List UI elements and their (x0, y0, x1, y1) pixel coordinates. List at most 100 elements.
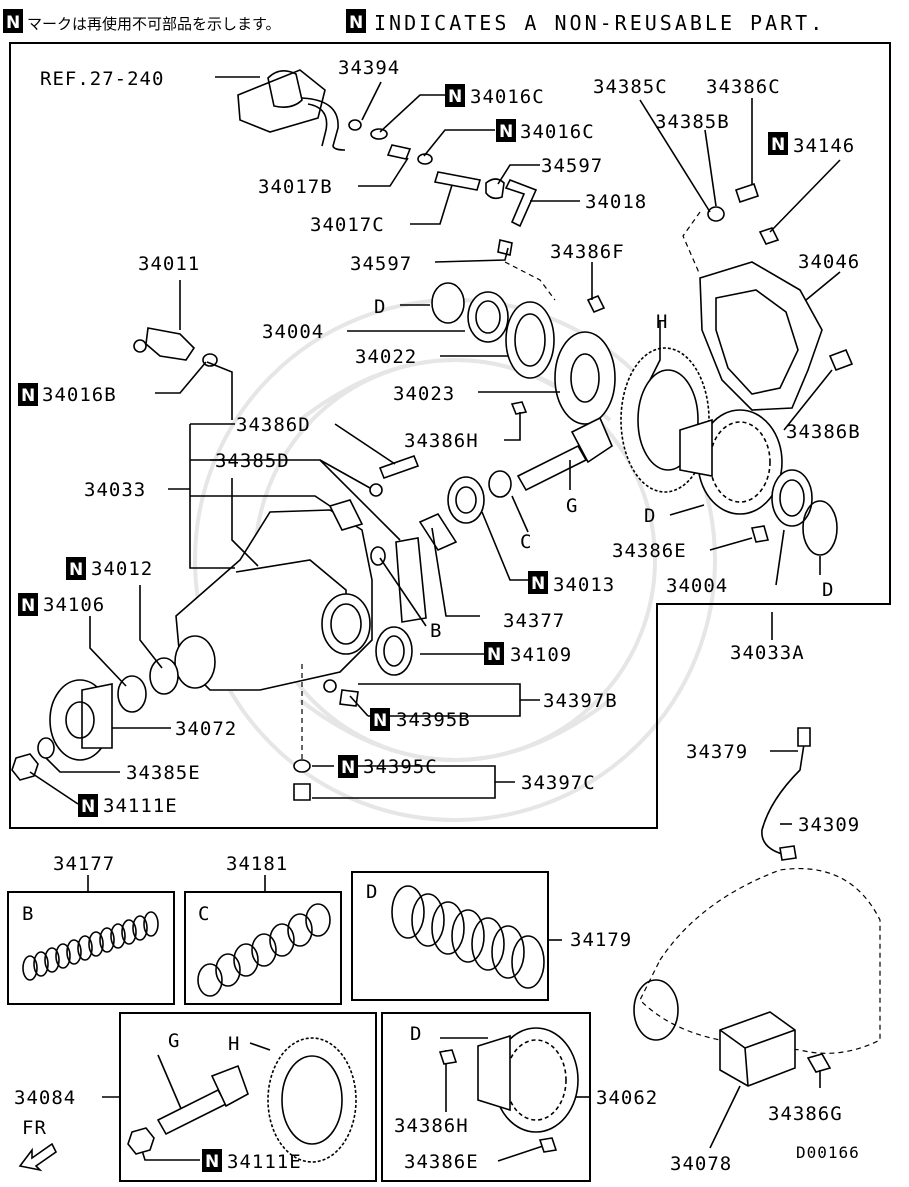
label-34309: 34309 (798, 814, 860, 836)
label-g: G (566, 495, 578, 517)
label-34062: 34062 (596, 1087, 658, 1109)
label-34011: 34011 (138, 253, 200, 275)
label-ref: REF.27-240 (40, 68, 164, 90)
label-b: B (22, 903, 34, 925)
svg-text:N: N (531, 574, 545, 594)
front-arrow-icon (18, 1142, 58, 1172)
drive-pinion-drawing (418, 416, 613, 552)
housing-outline-drawing (633, 868, 881, 1054)
shim-stack-D (391, 885, 545, 989)
label-34109: 34109 (510, 644, 572, 666)
kit-box-34179 (351, 871, 549, 1001)
part-labels: REF.27-240 34394 34016C 34016C 34017B 34… (14, 57, 860, 1175)
bearing-set-drawing (431, 282, 616, 425)
plug-drawing (293, 664, 359, 801)
non-reusable-badge (346, 9, 366, 33)
kit-box-34062 (381, 1012, 591, 1182)
label-c: C (520, 531, 532, 553)
label-34377: 34377 (503, 610, 565, 632)
carrier-housing-drawing (174, 454, 427, 691)
label-d: D (644, 505, 656, 527)
companion-flange-drawing (11, 657, 179, 781)
label-34177: 34177 (53, 853, 115, 875)
label-34386h: 34386H (404, 430, 479, 452)
non-reusable-badge (3, 9, 23, 33)
shim-stack-C (197, 903, 331, 997)
svg-text:N: N (487, 645, 501, 665)
label-b: B (430, 620, 442, 642)
label-34016b: 34016B (42, 384, 117, 406)
harness-drawing (761, 727, 811, 861)
svg-text:N: N (341, 758, 355, 778)
label-34379: 34379 (686, 741, 748, 763)
control-unit-drawing (719, 1011, 832, 1087)
label-34386g: 34386G (768, 1103, 843, 1125)
label-34385c: 34385C (593, 76, 668, 98)
label-fr: FR (22, 1117, 47, 1139)
svg-text:N: N (373, 711, 387, 731)
main-assembly-frame (9, 42, 891, 829)
svg-text:N: N (21, 596, 35, 616)
label-34386c: 34386C (706, 76, 781, 98)
non-reusable-badges: N N N N N N N N N N N N (18, 84, 788, 1172)
differential-case-drawing (679, 409, 838, 556)
label-34018: 34018 (585, 191, 647, 213)
label-g: G (168, 1030, 180, 1052)
diagram-code: D00166 (796, 1143, 860, 1162)
label-34072: 34072 (175, 718, 237, 740)
label-34013: 34013 (553, 574, 615, 596)
non-reusable-badge-text: N (6, 13, 20, 33)
label-34016c: 34016C (520, 121, 595, 143)
label-34012: 34012 (91, 558, 153, 580)
label-34386e: 34386E (404, 1151, 479, 1173)
label-h: H (228, 1033, 240, 1055)
gear-set-drawing (127, 1037, 357, 1163)
label-34033: 34033 (84, 479, 146, 501)
svg-text:N: N (205, 1152, 219, 1172)
speed-sensor-drawing (133, 327, 218, 367)
label-34386h: 34386H (394, 1115, 469, 1137)
svg-text:N: N (499, 122, 513, 142)
label-34386f: 34386F (550, 241, 625, 263)
label-34394: 34394 (338, 57, 400, 79)
header-jp-text: マークは再使用不可部品を示します。 (27, 15, 281, 33)
leader-lines (29, 76, 841, 1162)
vent-bracket-drawing (237, 69, 346, 151)
label-34385b: 34385B (655, 111, 730, 133)
diff-case-kit-drawing (438, 1027, 579, 1153)
label-34397c: 34397C (521, 772, 596, 794)
svg-text:N: N (448, 87, 462, 107)
label-34017b: 34017B (258, 176, 333, 198)
rear-cover-drawing (699, 182, 854, 411)
svg-text:N: N (69, 560, 83, 580)
label-34084: 34084 (14, 1087, 76, 1109)
label-34016c: 34016C (470, 86, 545, 108)
label-34033a: 34033A (730, 642, 805, 664)
svg-text:N: N (771, 135, 785, 155)
label-34386e: 34386E (612, 540, 687, 562)
label-d: D (822, 579, 834, 601)
label-34004: 34004 (666, 575, 728, 597)
label-34385e: 34385E (126, 762, 201, 784)
parts-drawings (11, 69, 881, 1087)
label-34146: 34146 (793, 135, 855, 157)
label-34078: 34078 (670, 1153, 732, 1175)
label-34046: 34046 (798, 251, 860, 273)
kit-box-34177 (7, 891, 175, 1005)
label-d: D (374, 296, 386, 318)
label-34111e: 34111E (227, 1151, 302, 1173)
breather-bolt-drawing (348, 119, 538, 256)
label-34597: 34597 (350, 253, 412, 275)
header: N マークは再使用不可部品を示します。 N INDICATES A NON-RE… (3, 9, 822, 35)
label-34386d: 34386D (236, 414, 311, 436)
label-d: D (366, 881, 378, 903)
label-34597: 34597 (541, 155, 603, 177)
label-c: C (198, 903, 210, 925)
label-34181: 34181 (226, 853, 288, 875)
label-d: D (410, 1023, 422, 1045)
svg-text:N: N (81, 797, 95, 817)
label-34385d: 34385D (215, 450, 290, 472)
label-34395c: 34395C (363, 756, 438, 778)
kit-box-34084 (119, 1012, 377, 1182)
